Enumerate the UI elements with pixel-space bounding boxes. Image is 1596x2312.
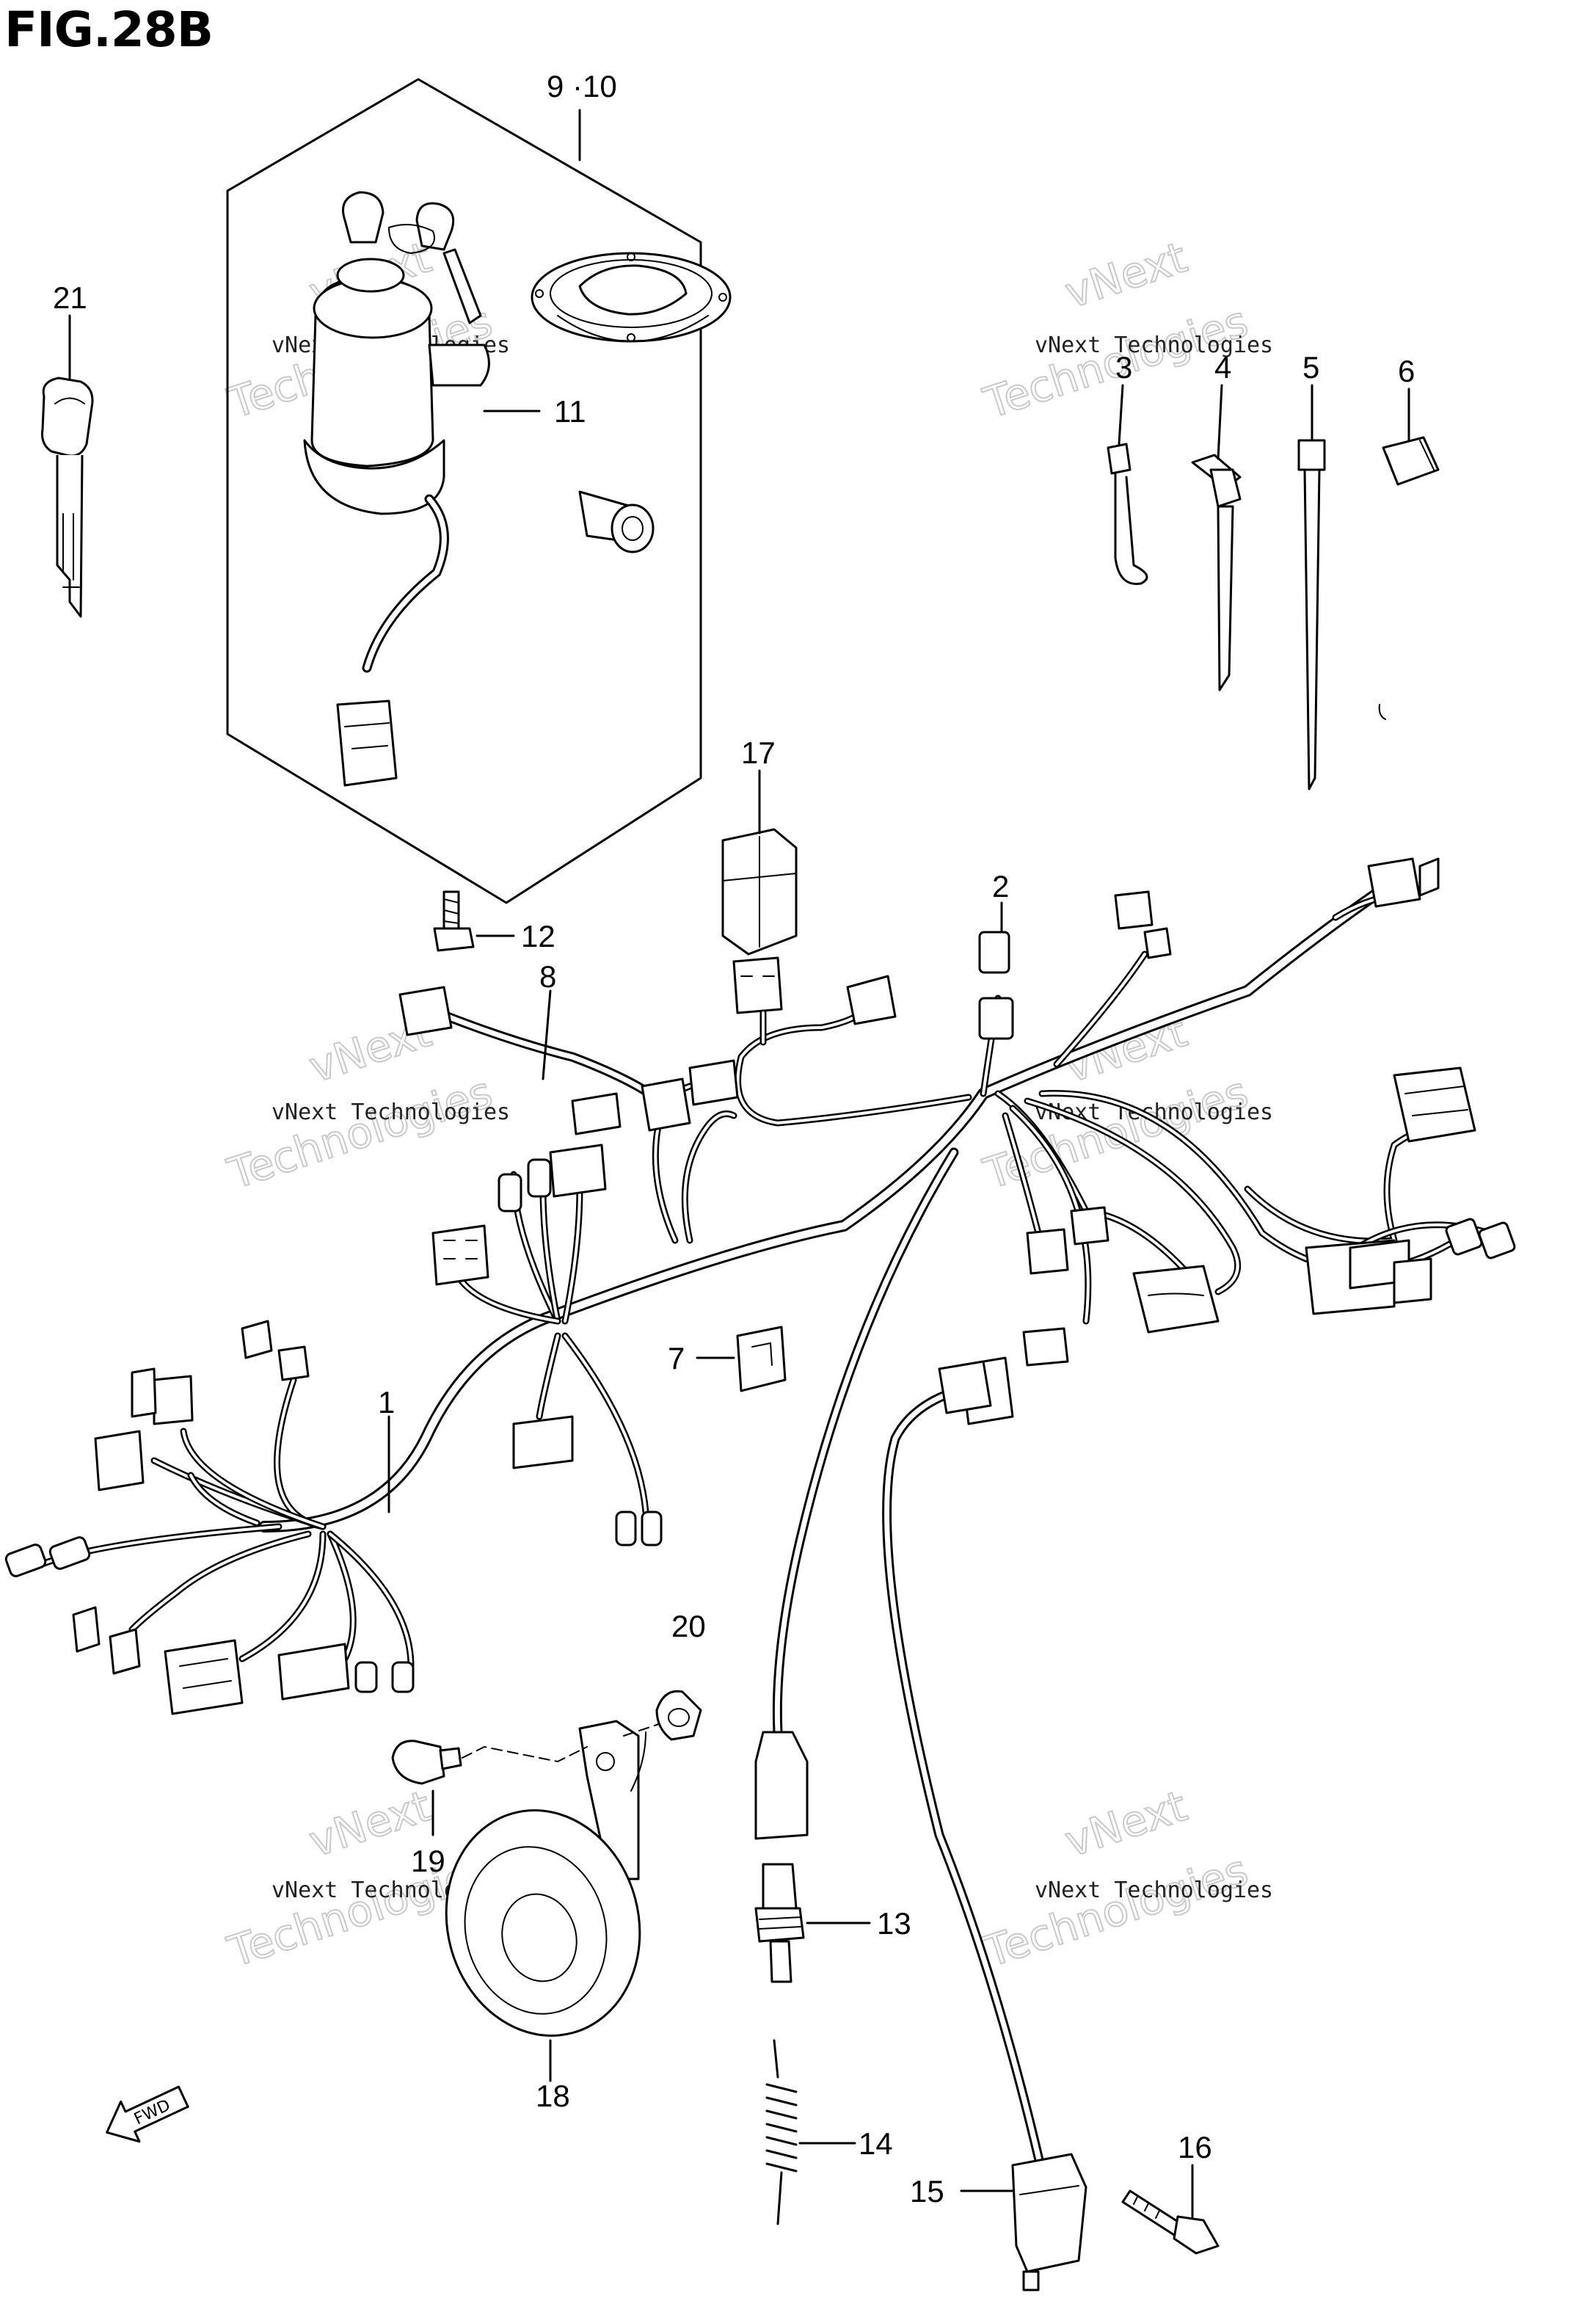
callout-4: 4 [1214,350,1231,385]
callout-18: 18 [536,2079,570,2113]
callout-2: 2 [992,869,1009,904]
harness-clamp-icon [1107,443,1148,586]
fuel-cap-icon [531,252,732,343]
bolt-icon [391,1740,462,1785]
screw-icon [433,890,475,952]
spring-icon [765,2039,798,2225]
watermark-bottom-right: vNext Technologies vNext Technologies [977,1780,1273,1977]
figure-title: FIG.28B [4,1,214,58]
callout-1: 1 [378,1385,395,1419]
callout-13: 13 [877,1906,911,1941]
harness-connectors [4,857,1516,1715]
callout-3-leader [1118,384,1124,446]
svg-text:Technologies: Technologies [222,1067,498,1199]
watermark-middle-left: vNext Technologies vNext Technologies [221,1006,510,1199]
callout-19: 19 [411,1844,445,1878]
callout-15: 15 [910,2174,944,2209]
callout-12: 12 [521,919,555,953]
svg-text:vNext Technologies: vNext Technologies [272,1099,510,1125]
bolt-icon [1121,2189,1220,2255]
watermark-top-right: vNext Technologies vNext Technologies [977,231,1273,429]
relay-icon [721,828,798,1014]
callout-20: 20 [671,1609,706,1643]
clip-icon [1378,436,1440,720]
callout-14: 14 [859,2126,893,2161]
seat-lock-icon [578,490,655,553]
sensor-switch-icon [754,1147,959,1983]
key-icon [41,377,94,618]
cable-tie-clip-icon [1191,454,1242,691]
cable-tie-icon [1297,439,1326,790]
callout-5: 5 [1302,350,1319,385]
main-wiring-harness-icon [40,886,1493,1670]
callout-6: 6 [1398,354,1415,388]
callout-21: 21 [53,280,87,315]
svg-text:vNext Technologies: vNext Technologies [1035,332,1273,358]
bracket-clip-icon [736,1326,787,1392]
fuse-connector-icon [978,931,1010,974]
ignition-set-outline [226,78,702,904]
callout-8: 8 [539,959,556,994]
forward-arrow-icon: FWD [106,2085,189,2143]
callout-9-10: 9 ·10 [547,69,617,103]
nut-icon [655,1690,702,1741]
callout-4-leader [1217,384,1223,460]
callout-17: 17 [741,735,776,770]
callout-3: 3 [1115,350,1132,385]
ignition-switch-icon [303,191,490,787]
callout-7: 7 [668,1341,685,1375]
svg-text:vNext: vNext [1059,1781,1192,1866]
sub-harness-icon [398,986,691,1132]
svg-text:vNext: vNext [1059,232,1192,318]
callout-8-leader [542,989,552,1080]
svg-text:Technologies: Technologies [977,1845,1253,1977]
side-stand-switch-icon [882,1360,1087,2291]
svg-text:vNext Technologies: vNext Technologies [1035,1877,1273,1903]
callout-16: 16 [1178,2130,1212,2164]
callout-11: 11 [554,394,586,429]
assembly-line [462,1745,588,1763]
svg-text:Technologies: Technologies [977,1067,1253,1199]
horn-icon [445,1720,646,2037]
